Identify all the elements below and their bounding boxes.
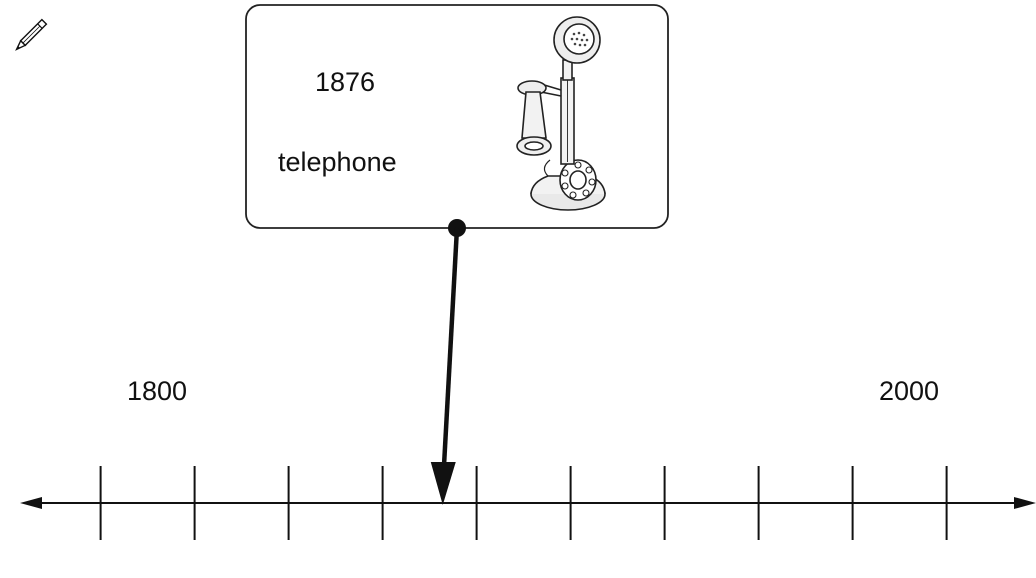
pencil-icon[interactable] (14, 18, 48, 52)
arrow-right-icon (1014, 497, 1036, 509)
timeline-tick-labels: 1800 2000 (127, 376, 939, 406)
telephone-icon (516, 16, 606, 211)
arrow-left-icon (20, 497, 42, 509)
callout-year: 1876 (315, 67, 375, 97)
timeline-axis: 1800 2000 (20, 376, 1036, 540)
event-callout: 1876 telephone (245, 4, 669, 237)
timeline-ticks (99, 466, 948, 540)
callout-label: telephone (278, 147, 397, 177)
timeline-tick-label: 2000 (879, 376, 939, 406)
timeline-tick-label: 1800 (127, 376, 187, 406)
event-pointer-arrow (430, 227, 460, 505)
